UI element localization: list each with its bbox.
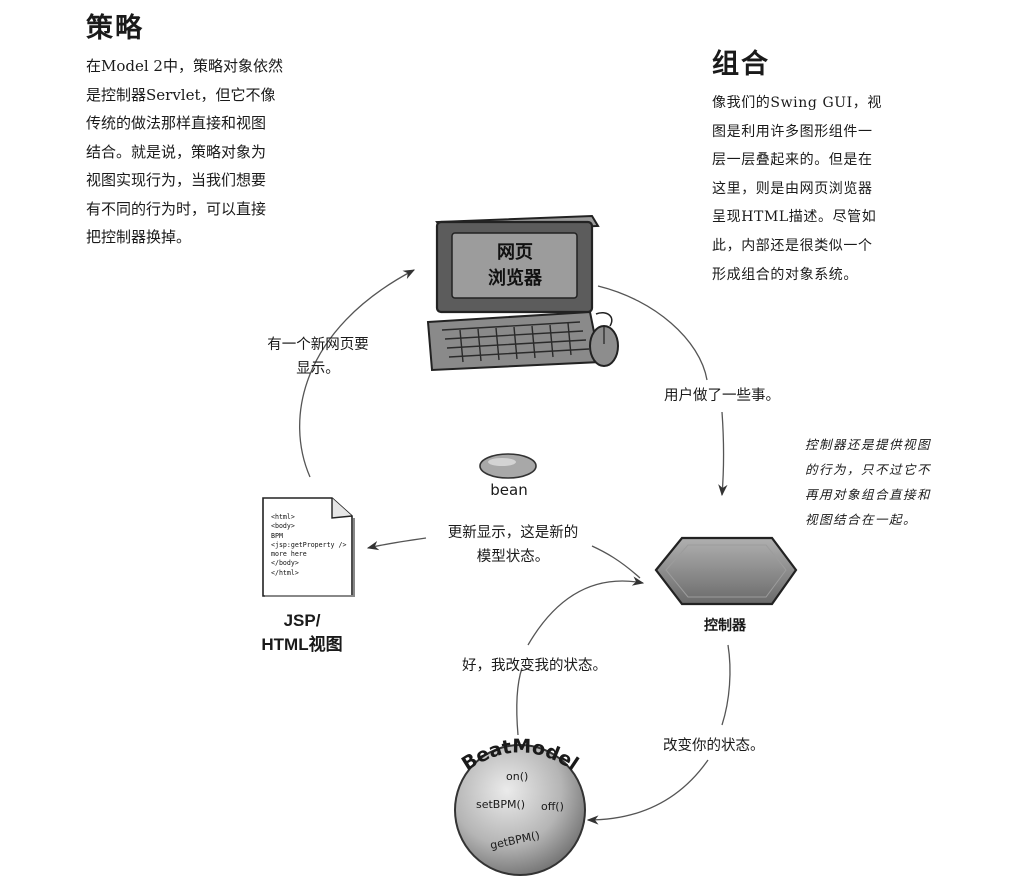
jsp-document-icon — [262, 497, 355, 597]
composite-heading: 组合 — [712, 49, 770, 80]
label-new-page: 有一个新网页要 显示。 — [267, 337, 369, 377]
composite-description: 像我们的Swing GUI，视 图是利用许多图形组件一 层一层叠起来的。但是在 … — [712, 95, 882, 283]
arrow-controller-down — [721, 644, 731, 726]
arrow-model-ok-up — [516, 667, 523, 736]
arrow-update-to-view — [366, 537, 427, 551]
label-user-action: 用户做了一些事。 — [664, 388, 780, 404]
code-line: <body> — [271, 522, 295, 531]
controller-note: 控制器还是提供视图 的行为，只不过它不 再用对象组合直接和 视图结合在一起。 — [805, 437, 932, 527]
strategy-heading: 策略 — [86, 13, 144, 44]
arrow-ok-to-controller — [527, 576, 645, 646]
arrow-user-action-to-controller — [718, 411, 728, 497]
controller-label: 控制器 — [704, 617, 746, 633]
code-line: BPM — [271, 531, 283, 540]
arrow-view-to-browser — [299, 269, 416, 478]
arrow-browser-to-user-action — [597, 285, 708, 381]
label-update-display: 更新显示，这是新的 模型状态。 — [447, 525, 579, 565]
arrow-controller-to-update — [591, 545, 641, 579]
controller-icon — [654, 536, 798, 606]
jsp-view-caption: JSP/ HTML视图 — [261, 611, 343, 654]
beatmodel-sphere-icon — [454, 744, 586, 876]
browser-screen-label: 网页 浏览器 — [488, 242, 542, 288]
code-line: <html> — [271, 513, 295, 521]
code-line: more here — [271, 550, 307, 559]
code-line: </body> — [271, 559, 299, 568]
bean-label: bean — [490, 481, 528, 499]
code-line: </html> — [271, 568, 299, 577]
label-change-state: 改变你的状态。 — [663, 738, 765, 754]
code-line: <jsp:getProperty /> — [271, 540, 347, 549]
strategy-description: 在Model 2中，策略对象依然 是控制器Servlet，但它不像 传统的做法那… — [86, 57, 283, 246]
arrow-change-to-model — [586, 759, 709, 825]
bean-icon — [479, 453, 537, 479]
method-setbpm: setBPM() — [476, 798, 525, 811]
jsp-code-block: <html> <body> BPM <jsp:getProperty /> mo… — [271, 513, 346, 578]
web-browser-icon — [426, 214, 619, 372]
label-state-changed: 好，我改变我的状态。 — [462, 658, 607, 674]
method-off: off() — [541, 800, 564, 813]
method-on: on() — [506, 770, 528, 783]
